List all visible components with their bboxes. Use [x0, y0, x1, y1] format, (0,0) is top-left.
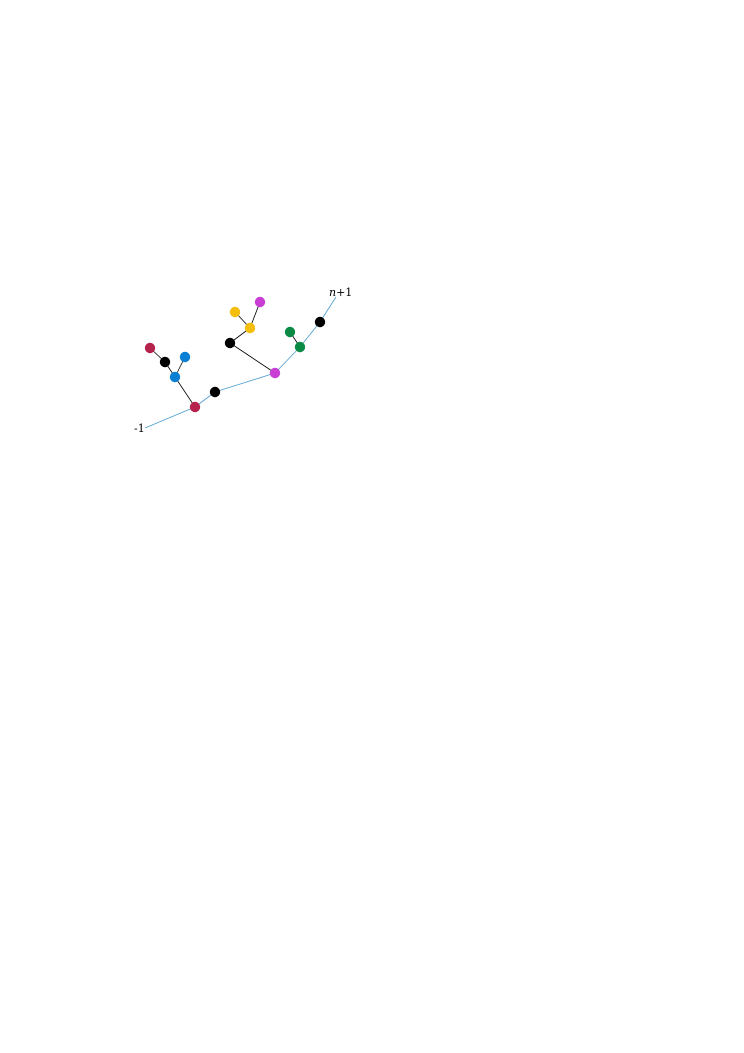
end-label-variable: n — [329, 286, 336, 299]
edge-path-v_green_main-v_black_right — [299, 321, 321, 348]
node-v_black_upper — [224, 337, 236, 349]
node-v_blue_mid — [169, 371, 181, 383]
node-v_black_right — [314, 316, 326, 328]
nodes-layer — [144, 296, 326, 413]
node-v_black_mid — [209, 386, 221, 398]
node-v_black_left — [159, 356, 171, 368]
node-v_red_main — [189, 401, 201, 413]
end-label: n+1 — [329, 286, 352, 299]
start-label: -1 — [134, 422, 145, 435]
edge-tree-v_magenta_main-v_black_upper — [229, 342, 276, 374]
node-v_yellow_mid — [244, 322, 256, 334]
edge-tree-v_red_main-v_blue_mid — [174, 376, 196, 408]
node-v_green_top — [284, 326, 296, 338]
node-v_green_main — [294, 341, 306, 353]
node-v_magenta_main — [269, 367, 281, 379]
node-v_blue_top — [179, 351, 191, 363]
node-v_magenta_top — [254, 296, 266, 308]
edge-path-start-v_red_main — [144, 406, 196, 429]
node-v_yellow_top — [229, 306, 241, 318]
end-label-offset: +1 — [336, 286, 352, 299]
edges-layer — [144, 296, 337, 429]
edge-path-v_black_mid-v_magenta_main — [214, 372, 276, 393]
node-v_red_top — [144, 342, 156, 354]
edge-path-v_magenta_main-v_green_main — [274, 346, 301, 374]
